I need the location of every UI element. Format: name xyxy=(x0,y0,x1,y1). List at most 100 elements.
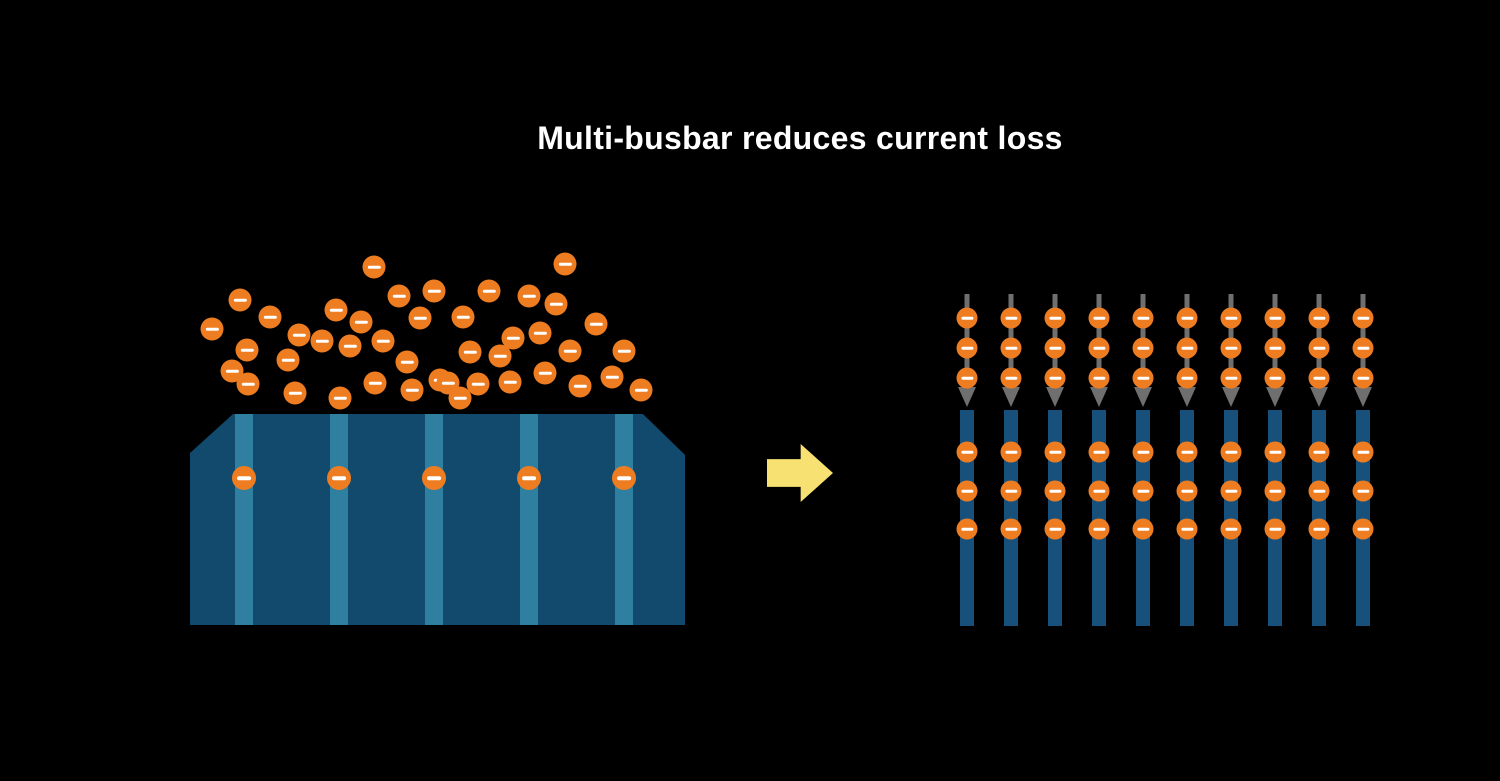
electron-icon xyxy=(1088,518,1110,540)
electron-icon xyxy=(517,466,541,490)
electron-icon xyxy=(1132,441,1154,463)
electron-icon xyxy=(232,466,256,490)
electron-icon xyxy=(458,340,482,364)
electron-icon xyxy=(600,365,624,389)
electron-icon xyxy=(1044,480,1066,502)
electron-icon xyxy=(1264,518,1286,540)
electron-icon xyxy=(200,317,224,341)
electron-icon xyxy=(1308,518,1330,540)
flow-arrowhead-icon xyxy=(1002,387,1020,407)
electron-icon xyxy=(956,518,978,540)
electron-icon xyxy=(1000,337,1022,359)
electron-icon xyxy=(1000,367,1022,389)
electron-icon xyxy=(498,370,522,394)
electron-icon xyxy=(1000,441,1022,463)
electron-icon xyxy=(1176,337,1198,359)
flow-arrowhead-icon xyxy=(1222,387,1240,407)
electron-icon xyxy=(1176,367,1198,389)
electron-icon xyxy=(448,386,472,410)
electron-icon xyxy=(310,329,334,353)
electron-icon xyxy=(408,306,432,330)
electron-icon xyxy=(1132,480,1154,502)
flow-arrowhead-icon xyxy=(1310,387,1328,407)
electron-icon xyxy=(324,298,348,322)
electron-icon xyxy=(1132,518,1154,540)
flow-arrowhead-icon xyxy=(958,387,976,407)
electron-icon xyxy=(235,338,259,362)
electron-icon xyxy=(349,310,373,334)
electron-icon xyxy=(362,255,386,279)
electron-icon xyxy=(956,337,978,359)
electron-icon xyxy=(558,339,582,363)
electron-icon xyxy=(1132,337,1154,359)
electron-icon xyxy=(517,284,541,308)
electron-icon xyxy=(1176,518,1198,540)
electron-icon xyxy=(1308,480,1330,502)
electron-icon xyxy=(422,466,446,490)
electron-icon xyxy=(568,374,592,398)
electron-icon xyxy=(387,284,411,308)
electron-icon xyxy=(1220,441,1242,463)
electron-icon xyxy=(1088,367,1110,389)
electron-icon xyxy=(501,326,525,350)
electron-icon xyxy=(629,378,653,402)
electron-icon xyxy=(1176,480,1198,502)
flow-arrowhead-icon xyxy=(1046,387,1064,407)
electron-icon xyxy=(276,348,300,372)
electron-icon xyxy=(1044,337,1066,359)
electron-icon xyxy=(1132,307,1154,329)
electron-icon xyxy=(1352,367,1374,389)
electron-icon xyxy=(956,480,978,502)
electron-icon xyxy=(612,466,636,490)
electron-icon xyxy=(1264,307,1286,329)
electron-icon xyxy=(1000,518,1022,540)
electron-icon xyxy=(1044,518,1066,540)
electron-icon xyxy=(328,386,352,410)
electron-icon xyxy=(1044,441,1066,463)
electron-icon xyxy=(956,441,978,463)
electron-icon xyxy=(258,305,282,329)
electron-icon xyxy=(1264,367,1286,389)
electron-icon xyxy=(1308,337,1330,359)
flow-arrowhead-icon xyxy=(1354,387,1372,407)
electron-icon xyxy=(1220,518,1242,540)
electron-icon xyxy=(395,350,419,374)
electron-icon xyxy=(1044,367,1066,389)
electron-icon xyxy=(553,252,577,276)
electron-icon xyxy=(477,279,501,303)
electron-icon xyxy=(1352,337,1374,359)
page-title: Multi-busbar reduces current loss xyxy=(537,120,1063,156)
electron-icon xyxy=(1220,480,1242,502)
electron-icon xyxy=(422,279,446,303)
electron-icon xyxy=(236,372,260,396)
electron-icon xyxy=(488,344,512,368)
electron-icon xyxy=(1220,307,1242,329)
electron-icon xyxy=(371,329,395,353)
electron-icon xyxy=(1352,480,1374,502)
electron-icon xyxy=(1352,518,1374,540)
electron-icon xyxy=(1264,480,1286,502)
electron-icon xyxy=(400,378,424,402)
electron-icon xyxy=(1088,307,1110,329)
electron-icon xyxy=(1352,441,1374,463)
electron-icon xyxy=(544,292,568,316)
electron-icon xyxy=(533,361,557,385)
electron-icon xyxy=(287,323,311,347)
electron-icon xyxy=(1044,307,1066,329)
electron-icon xyxy=(1000,307,1022,329)
electron-icon xyxy=(1308,367,1330,389)
electron-icon xyxy=(528,321,552,345)
electron-icon xyxy=(228,288,252,312)
electron-icon xyxy=(956,307,978,329)
electron-icon xyxy=(1088,441,1110,463)
flow-arrowhead-icon xyxy=(1134,387,1152,407)
electron-icon xyxy=(451,305,475,329)
electron-icon xyxy=(1220,367,1242,389)
electron-icon xyxy=(1352,307,1374,329)
electron-icon xyxy=(1308,307,1330,329)
electron-icon xyxy=(1176,307,1198,329)
electron-icon xyxy=(466,372,490,396)
flow-arrowhead-icon xyxy=(1090,387,1108,407)
